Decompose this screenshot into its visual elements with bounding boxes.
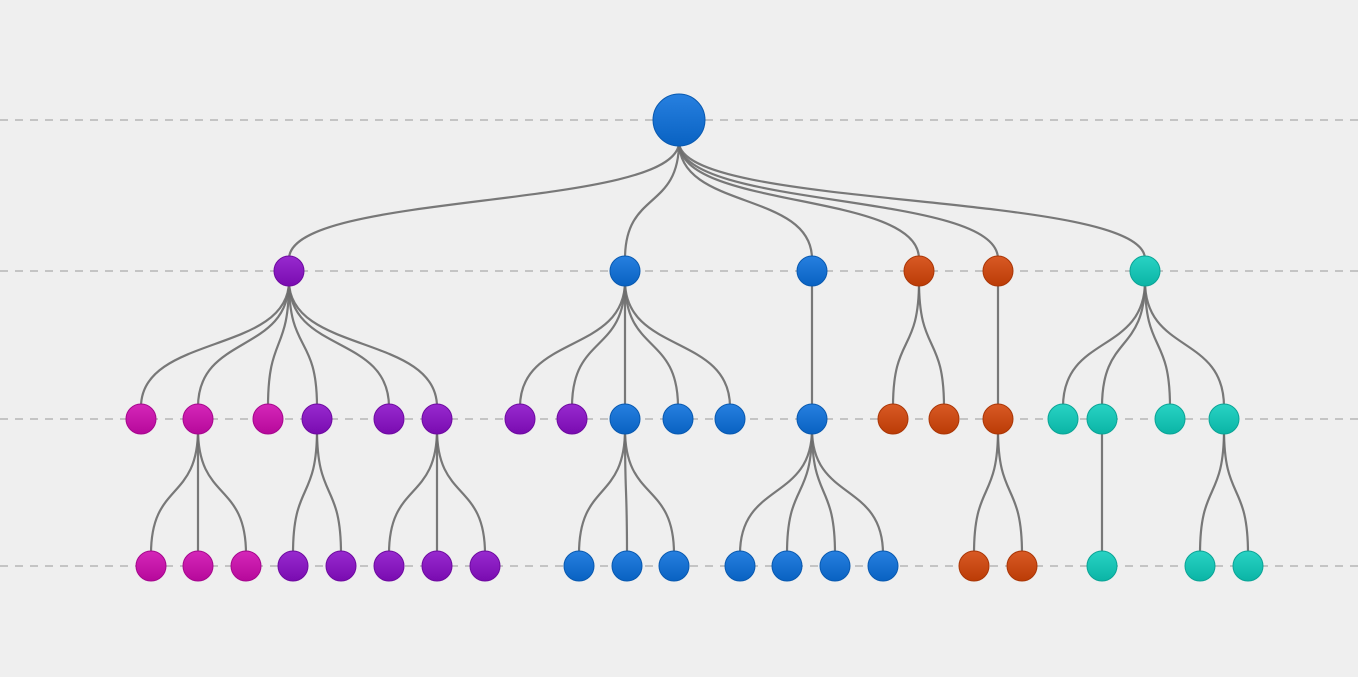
tree-node-a4y — [325, 550, 357, 582]
edge-a6-a6x — [387, 427, 439, 556]
tree-node-a6x — [373, 550, 405, 582]
tree-node-f4 — [1208, 403, 1240, 435]
tree-node-b3z — [658, 550, 690, 582]
tree-node-a1 — [125, 403, 157, 435]
edge-a-a2 — [196, 279, 291, 409]
edge-d-d1 — [891, 279, 921, 409]
tree-node-a5 — [373, 403, 405, 435]
tree-node-b4 — [662, 403, 694, 435]
tree-node-e — [982, 255, 1014, 287]
tree-node-c1w — [724, 550, 756, 582]
tree-node-b2 — [556, 403, 588, 435]
tree-node-b3 — [609, 403, 641, 435]
tree-node-a3 — [252, 403, 284, 435]
edge-c1-c1z — [810, 427, 885, 556]
edge-f-f4 — [1143, 279, 1226, 409]
edge-b3-b3x — [577, 427, 627, 556]
edge-f4-f4y — [1222, 427, 1250, 556]
edge-b-b2 — [570, 279, 627, 409]
tree-node-a — [273, 255, 305, 287]
edge-root-d — [677, 140, 921, 261]
tree-node-e1 — [982, 403, 1014, 435]
edge-root-b — [623, 140, 681, 261]
tree-node-a6y — [421, 550, 453, 582]
edge-root-a — [287, 140, 681, 261]
tree-node-b3x — [563, 550, 595, 582]
tree-node-f — [1129, 255, 1161, 287]
tree-node-a4 — [301, 403, 333, 435]
edge-root-e — [677, 140, 1000, 261]
edge-c1-c1w — [738, 427, 814, 556]
edge-a-a1 — [139, 279, 291, 409]
tree-node-c1y — [819, 550, 851, 582]
tree-node-b5 — [714, 403, 746, 435]
edge-root-c — [677, 140, 814, 261]
edge-d-d2 — [917, 279, 946, 409]
edge-f4-f4x — [1198, 427, 1226, 556]
edge-b3-b3z — [623, 427, 676, 556]
tree-node-e1y — [1006, 550, 1038, 582]
tree-node-f4x — [1184, 550, 1216, 582]
tree-node-a4x — [277, 550, 309, 582]
tree-node-c — [796, 255, 828, 287]
tree-node-d2 — [928, 403, 960, 435]
tree-edges — [139, 140, 1250, 556]
level-guide-lines — [0, 119, 1358, 567]
tree-node-c1x — [771, 550, 803, 582]
edge-e1-e1y — [996, 427, 1024, 556]
edge-b-b5 — [623, 279, 732, 409]
edge-b3-b3y — [623, 427, 629, 556]
edge-a-a4 — [287, 279, 319, 409]
tree-node-e1x — [958, 550, 990, 582]
edge-c1-c1x — [785, 427, 814, 556]
edge-a4-a4y — [315, 427, 343, 556]
edge-a4-a4x — [291, 427, 319, 556]
tree-nodes — [125, 93, 1264, 582]
edge-c1-c1y — [810, 427, 837, 556]
edge-root-f — [677, 140, 1147, 261]
edge-e1-e1x — [972, 427, 1000, 556]
tree-node-f2 — [1086, 403, 1118, 435]
edge-b-b4 — [623, 279, 680, 409]
edge-f-f3 — [1143, 279, 1172, 409]
edge-a-a6 — [287, 279, 439, 409]
edge-f-f2 — [1100, 279, 1147, 409]
tree-node-d1 — [877, 403, 909, 435]
edge-f-f1 — [1061, 279, 1147, 409]
tree-node-b — [609, 255, 641, 287]
edge-a6-a6z — [435, 427, 487, 556]
tree-node-c1 — [796, 403, 828, 435]
tree-node-a2z — [230, 550, 262, 582]
tree-node-b3y — [611, 550, 643, 582]
tree-node-f2x — [1086, 550, 1118, 582]
tree-node-c1z — [867, 550, 899, 582]
tree-node-f1 — [1047, 403, 1079, 435]
edge-a2-a2z — [196, 427, 248, 556]
tree-node-a2 — [182, 403, 214, 435]
tree-node-f3 — [1154, 403, 1186, 435]
edge-a-a3 — [266, 279, 291, 409]
edge-a2-a2x — [149, 427, 200, 556]
edge-a-a5 — [287, 279, 391, 409]
tree-node-b1 — [504, 403, 536, 435]
tree-node-f4y — [1232, 550, 1264, 582]
tree-node-a2y — [182, 550, 214, 582]
tree-node-a6z — [469, 550, 501, 582]
root-node — [652, 93, 706, 147]
edge-b-b1 — [518, 279, 627, 409]
tree-node-a6 — [421, 403, 453, 435]
tree-node-a2x — [135, 550, 167, 582]
tree-node-d — [903, 255, 935, 287]
